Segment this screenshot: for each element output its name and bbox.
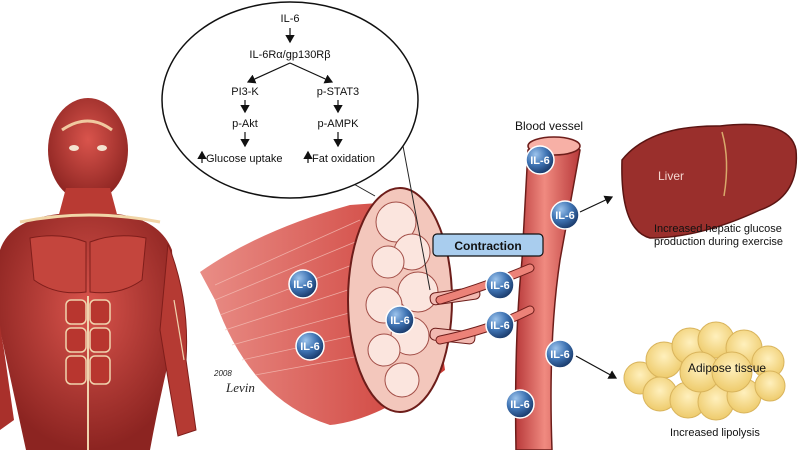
liver-caption-line2: production during exercise [654, 236, 783, 248]
contraction-label-box: Contraction [432, 233, 544, 257]
contraction-label: Contraction [454, 239, 521, 253]
svg-text:IL-6: IL-6 [510, 399, 530, 411]
svg-text:IL-6: IL-6 [490, 320, 510, 332]
svg-text:IL-6: IL-6 [555, 210, 575, 222]
human-body-figure [0, 98, 197, 450]
pathway-il6: IL-6 [281, 13, 300, 25]
svg-text:IL-6: IL-6 [300, 341, 320, 353]
adipose-label: Adipose tissue [688, 361, 766, 375]
liver-caption-line1: Increased hepatic glucose [654, 223, 782, 235]
signaling-pathway-inset: IL-6 IL-6Rα/gp130Rβ PI3-K p-STAT3 p-Akt … [161, 1, 419, 199]
svg-text:IL-6: IL-6 [293, 279, 313, 291]
il6-badge-branch-1: IL-6 [485, 270, 515, 300]
il6-badge-branch-2: IL-6 [485, 310, 515, 340]
il6-badge-muscle-3: IL-6 [385, 305, 415, 335]
liver-label: Liver [658, 169, 684, 183]
svg-text:IL-6: IL-6 [490, 280, 510, 292]
pathway-receptor: IL-6Rα/gp130Rβ [249, 49, 330, 61]
arrow-to-adipose [575, 355, 618, 379]
pathway-pstat3: p-STAT3 [317, 86, 359, 98]
zoom-line-right [399, 129, 431, 291]
il6-badge-vessel-2: IL-6 [550, 200, 580, 230]
il6-badge-vessel-3: IL-6 [545, 339, 575, 369]
blood-vessel-label: Blood vessel [515, 119, 583, 133]
svg-text:IL-6: IL-6 [390, 315, 410, 327]
pathway-pi3k: PI3-K [231, 86, 259, 98]
illustrator-signature: 2008 Levin [213, 369, 255, 395]
adipose-tissue: Adipose tissue [623, 321, 786, 421]
muscle-fascicle [200, 187, 481, 425]
il6-badge-vessel-1: IL-6 [525, 145, 555, 175]
pathway-pakt: p-Akt [232, 118, 258, 130]
svg-text:IL-6: IL-6 [550, 349, 570, 361]
svg-text:Levin: Levin [225, 380, 255, 395]
pathway-fat-oxidation: Fat oxidation [312, 153, 375, 165]
arrow-to-liver [579, 195, 614, 213]
il6-badge-vessel-4: IL-6 [505, 389, 535, 419]
svg-text:IL-6: IL-6 [530, 155, 550, 167]
il6-badge-muscle-1: IL-6 [288, 269, 318, 299]
pathway-pampk: p-AMPK [318, 118, 360, 130]
liver-organ: Liver [621, 123, 798, 239]
pathway-glucose-uptake: Glucose uptake [206, 153, 282, 165]
il6-badge-muscle-2: IL-6 [295, 331, 325, 361]
adipose-caption: Increased lipolysis [670, 427, 760, 439]
svg-text:2008: 2008 [213, 369, 232, 378]
